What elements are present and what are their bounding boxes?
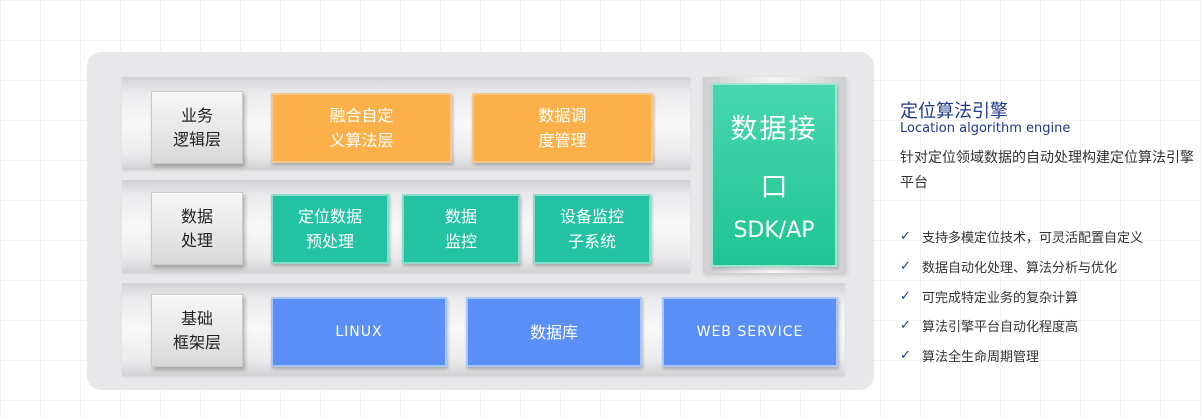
block-device-monitoring: 设备监控 子系统	[533, 194, 651, 264]
layer-label-business: 业务 逻辑层	[151, 91, 243, 164]
feature-list: ✓ 支持多模定位技术，可灵活配置自定义 ✓ 数据自动化处理、算法分析与优化 ✓ 可完成…	[900, 222, 1143, 370]
block-web-service: WEB SERVICE	[662, 297, 838, 367]
info-title: 定位算法引擎	[900, 101, 1008, 122]
feature-text: 算法全生命周期管理	[922, 350, 1040, 366]
check-icon: ✓	[900, 229, 911, 245]
feature-item: ✓ 可完成特定业务的复杂计算	[900, 281, 1143, 311]
block-database: 数据库	[466, 297, 642, 367]
feature-text: 支持多模定位技术，可灵活配置自定义	[922, 231, 1144, 247]
feature-item: ✓ 算法全生命周期管理	[900, 341, 1143, 371]
sdk-label-line3: SDK/AP	[733, 218, 815, 243]
check-icon: ✓	[900, 318, 911, 334]
feature-text: 数据自动化处理、算法分析与优化	[922, 261, 1118, 277]
layer-label-data: 数据 处理	[151, 192, 243, 265]
block-data-scheduling: 数据调 度管理	[472, 93, 653, 163]
info-description: 针对定位领域数据的自动处理构建定位算法引擎平台	[900, 150, 1194, 191]
block-custom-algorithm: 融合自定 义算法层	[271, 93, 452, 163]
sdk-label-line2: 口	[760, 172, 788, 203]
block-positioning-preprocess: 定位数据 预处理	[271, 194, 389, 264]
feature-item: ✓ 数据自动化处理、算法分析与优化	[900, 252, 1143, 282]
sdk-interface-block: 数据接 口 SDK/AP	[711, 83, 837, 267]
feature-item: ✓ 支持多模定位技术，可灵活配置自定义	[900, 222, 1143, 252]
info-subtitle: Location algorithm engine	[900, 121, 1071, 136]
check-icon: ✓	[900, 259, 911, 275]
feature-item: ✓ 算法引擎平台自动化程度高	[900, 311, 1143, 341]
feature-text: 算法引擎平台自动化程度高	[922, 320, 1079, 336]
block-data-monitoring: 数据 监控	[402, 194, 520, 264]
check-icon: ✓	[900, 348, 911, 364]
layer-label-infrastructure: 基础 框架层	[151, 294, 243, 367]
feature-text: 可完成特定业务的复杂计算	[922, 290, 1079, 306]
block-linux: LINUX	[271, 297, 447, 367]
sdk-label-line1: 数据接	[730, 114, 818, 145]
check-icon: ✓	[900, 288, 911, 304]
